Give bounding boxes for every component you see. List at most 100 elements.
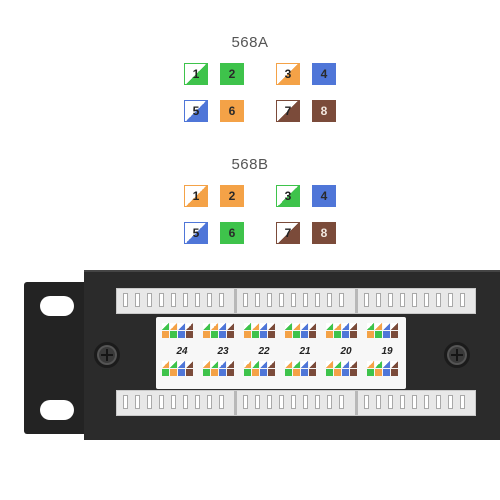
pin-swatch-6: 6 [220,222,244,244]
wire-color-chip [252,331,259,338]
idc-block [237,391,358,415]
wire-color-chip [334,361,341,368]
wire-color-chip [219,369,226,376]
wire-color-chip [326,331,333,338]
wire-color-chip [301,331,308,338]
pin-number: 7 [284,226,292,240]
pin-number: 3 [284,189,292,203]
idc-punchdown-row-bottom [116,390,476,416]
idc-block [117,391,238,415]
wire-color-chip [301,361,308,368]
wire-color-chip [375,369,382,376]
idc-contact [387,293,393,307]
idc-contact [159,395,164,409]
wire-color-chip [219,361,226,368]
wire-color-chip [252,361,259,368]
idc-contact [123,395,128,409]
pin-number: 5 [192,226,200,240]
wire-color-chip [244,323,251,330]
wire-color-chip [203,331,210,338]
port-number: 22 [258,346,270,357]
wire-color-chip [309,323,316,330]
idc-contact [435,293,441,307]
wire-color-chip [309,331,316,338]
wire-color-chip [375,361,382,368]
wire-color-chip [375,323,382,330]
idc-punchdown-row-top [116,288,476,314]
wire-color-chip [285,331,292,338]
wire-color-chip [244,369,251,376]
port-wiring-a [244,321,284,355]
pin-swatch-4: 4 [312,63,336,85]
idc-contact [183,293,188,307]
wire-color-chip [309,361,316,368]
port-number: 19 [381,346,393,357]
wire-color-chip [350,323,357,330]
port-number: 24 [176,346,188,357]
mounting-slot [40,296,74,316]
idc-contact [327,293,333,307]
wire-color-chip [178,331,185,338]
pin-number: 8 [320,104,328,118]
port-wiring-b [326,359,366,393]
idc-block [358,391,475,415]
wire-color-chip [367,369,374,376]
pin-swatch-8: 8 [312,222,336,244]
wire-color-chip [301,323,308,330]
pin-number: 2 [228,67,236,81]
pin-number: 3 [284,67,292,81]
wire-color-chip [186,323,193,330]
wire-color-chip [268,369,275,376]
wire-color-chip [227,323,234,330]
idc-contact [411,395,417,409]
pin-number: 6 [228,226,236,240]
port-wiring-b [367,359,407,393]
screw-icon [444,342,470,368]
pin-swatch-7: 7 [276,100,300,122]
idc-contact [435,395,441,409]
pin-swatch-4: 4 [312,185,336,207]
idc-contact [399,395,405,409]
wire-color-chip [391,331,398,338]
idc-contact [207,293,212,307]
idc-contact [459,293,465,307]
wire-color-chip [293,361,300,368]
wire-color-chip [227,369,234,376]
wire-color-chip [375,331,382,338]
wire-color-chip [203,361,210,368]
wire-color-chip [203,369,210,376]
port-wiring-b [203,359,243,393]
wire-color-chip [391,361,398,368]
idc-contact [195,293,200,307]
pin-swatch-5: 5 [184,100,208,122]
idc-contact [423,293,429,307]
wire-color-chip [326,369,333,376]
wire-color-chip [186,331,193,338]
pin-number: 6 [228,104,236,118]
pin-swatch-2: 2 [220,63,244,85]
idc-contact [459,395,465,409]
idc-contact [135,395,140,409]
wire-color-chip [334,369,341,376]
idc-contact [255,395,261,409]
port-wiring-a [367,321,407,355]
wire-color-chip [211,369,218,376]
idc-contact [279,293,285,307]
idc-contact [279,395,285,409]
wire-color-chip [285,361,292,368]
idc-contact [411,293,417,307]
pin-swatch-2: 2 [220,185,244,207]
idc-contact [207,395,212,409]
idc-contact [147,293,152,307]
wire-color-chip [342,361,349,368]
wire-color-chip [260,369,267,376]
pin-swatch-5: 5 [184,222,208,244]
idc-contact [243,293,249,307]
wire-color-chip [227,331,234,338]
wire-color-chip [178,369,185,376]
idc-contact [183,395,188,409]
wire-color-chip [334,331,341,338]
wire-color-chip [293,369,300,376]
